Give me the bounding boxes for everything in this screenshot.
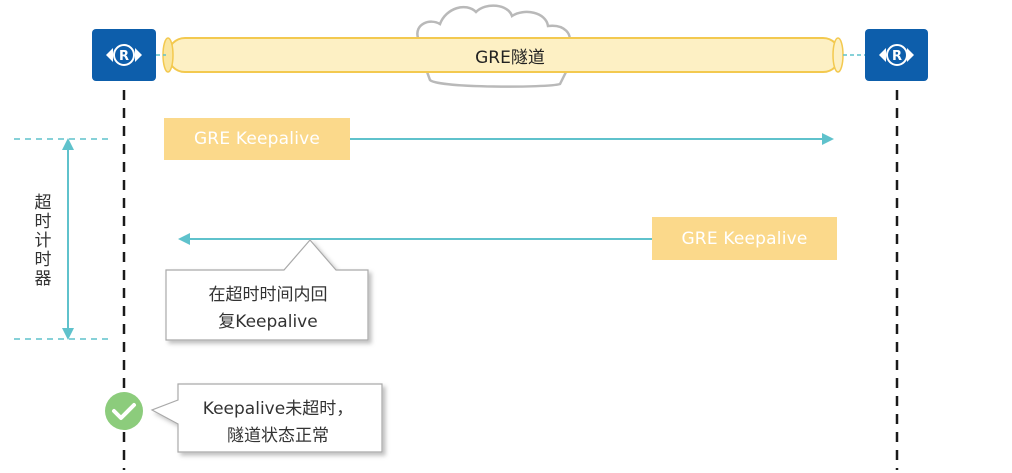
tunnel-label: GRE隧道 (475, 47, 545, 68)
status-callout-text: Keepalive未超时， 隧道状态正常 (180, 396, 376, 450)
keepalive-reply-arrowhead (178, 233, 190, 245)
router-icon: R (92, 29, 156, 81)
reply-callout-text: 在超时时间内回 复Keepalive (170, 282, 366, 336)
keepalive-request-label: GRE Keepalive (164, 118, 350, 160)
check-circle-icon (105, 392, 143, 430)
status-callout (150, 383, 383, 453)
keepalive-request-arrowhead (822, 133, 834, 145)
timer-arrow-down (62, 328, 74, 340)
timer-arrow-up (62, 138, 74, 150)
status-callout-line1: Keepalive未超时， (202, 399, 354, 419)
status-callout-line2: 隧道状态正常 (227, 426, 329, 446)
reply-callout (165, 239, 369, 341)
keepalive-reply-label: GRE Keepalive (652, 217, 837, 260)
timeout-timer-label: 超时计时器 (30, 192, 51, 288)
reply-callout-line2: 复Keepalive (218, 312, 318, 332)
svg-text:R: R (892, 49, 902, 64)
gre-tunnel (162, 37, 844, 73)
router-icon: R (865, 29, 928, 81)
reply-callout-line1: 在超时时间内回 (208, 285, 328, 305)
svg-text:R: R (119, 49, 129, 64)
